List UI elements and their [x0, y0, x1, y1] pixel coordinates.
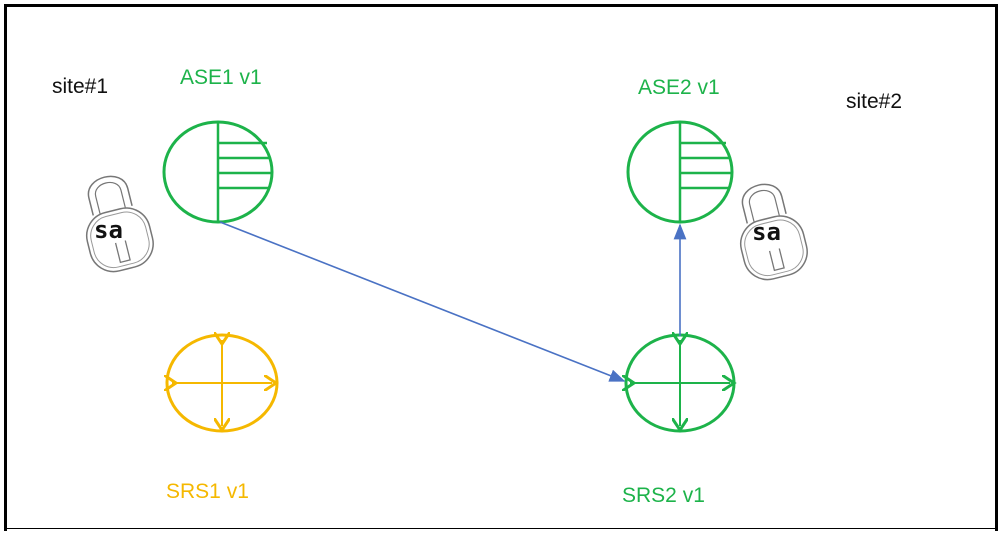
srs2-label: SRS2 v1: [622, 484, 705, 507]
site2-label: site#2: [846, 90, 903, 113]
ase2-label: ASE2 v1: [638, 76, 720, 99]
arrow-ase1-to-srs2: [219, 221, 626, 382]
srs1-replication-server-icon: [167, 335, 277, 431]
frame-bottom-line: [4, 528, 998, 529]
lock-icon: [739, 183, 808, 281]
lock1-label: sa: [94, 216, 123, 244]
site1-label: site#1: [52, 75, 109, 98]
lock-icon: [85, 175, 154, 273]
lock2-label: sa: [752, 218, 781, 246]
ase2-database-icon: [626, 120, 734, 224]
ase1-label: ASE1 v1: [180, 66, 262, 89]
srs2-replication-server-icon: [626, 335, 734, 431]
srs1-label: SRS1 v1: [166, 480, 249, 503]
ase1-database-icon: [162, 120, 274, 224]
diagram-frame: [4, 4, 998, 531]
